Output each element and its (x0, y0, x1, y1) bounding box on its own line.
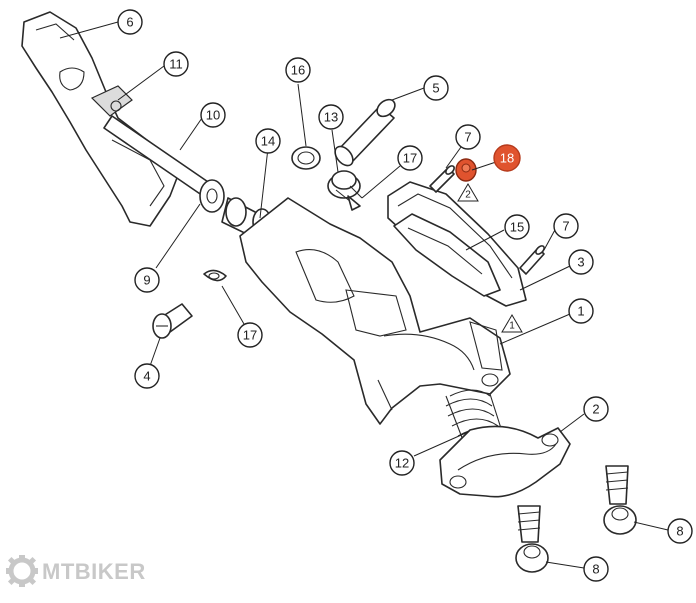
callout-17-upper-label: 17 (403, 151, 417, 166)
warning-1-label: 1 (509, 321, 515, 332)
callout-7-upper: 7 (455, 124, 481, 150)
callout-8-right: 8 (667, 518, 693, 544)
callout-12-label: 12 (395, 456, 409, 471)
callout-3: 3 (568, 249, 594, 275)
warning-triangle-1: 1 (501, 314, 523, 333)
callout-18-highlighted: 18 (493, 144, 521, 172)
callout-15: 15 (504, 214, 530, 240)
callout-12: 12 (389, 450, 415, 476)
part-small-pin-7a (429, 165, 455, 193)
callout-17-lower-label: 17 (243, 328, 257, 343)
callout-1: 1 (568, 298, 594, 324)
callout-3-label: 3 (577, 255, 584, 270)
part-washer-17-upper (347, 195, 361, 211)
part-clamp (439, 425, 571, 498)
callout-5: 5 (423, 75, 449, 101)
part-screw-cap (152, 303, 193, 339)
callout-13-label: 13 (324, 110, 338, 125)
part-pivot-pin (334, 98, 396, 167)
part-highlighted-bushing-18 (455, 158, 477, 182)
callout-5-label: 5 (432, 81, 439, 96)
callout-4: 4 (134, 363, 160, 389)
part-washer-17-lower (203, 269, 227, 282)
callout-4-label: 4 (143, 369, 150, 384)
callout-8-lower: 8 (583, 556, 609, 582)
callout-17-upper: 17 (397, 145, 423, 171)
logo-text: MTBIKER (42, 559, 146, 584)
callout-7-lower: 7 (553, 213, 579, 239)
part-washer-9 (199, 179, 225, 213)
callout-9-label: 9 (143, 273, 150, 288)
callout-8-lower-label: 8 (592, 562, 599, 577)
callout-8-right-label: 8 (676, 524, 683, 539)
callout-6-label: 6 (126, 15, 133, 30)
callout-15-label: 15 (510, 220, 524, 235)
mtbiker-logo: MTBIKER (6, 555, 146, 587)
part-bolt-8a (515, 505, 549, 573)
callout-9: 9 (134, 267, 160, 293)
callout-2-label: 2 (592, 402, 599, 417)
callout-11-label: 11 (169, 57, 183, 72)
callout-17-lower: 17 (237, 322, 263, 348)
callout-11: 11 (163, 51, 189, 77)
part-main-body (239, 197, 511, 425)
callout-14-label: 14 (261, 134, 275, 149)
warning-2-label: 2 (465, 190, 471, 201)
callout-10: 10 (200, 102, 226, 128)
part-bushing (327, 170, 363, 207)
callout-10-label: 10 (206, 108, 220, 123)
callout-14: 14 (255, 128, 281, 154)
leader-lines (59, 21, 669, 569)
part-small-pin-7b (519, 245, 545, 275)
part-gasket (393, 213, 501, 297)
part-cage-arm (21, 11, 181, 227)
part-bolt-8b (603, 465, 637, 535)
callout-6: 6 (117, 9, 143, 35)
gear-icon (6, 555, 38, 587)
callout-16: 16 (285, 57, 311, 83)
callout-18-label: 18 (500, 151, 514, 166)
callout-1-label: 1 (577, 304, 584, 319)
callout-2: 2 (583, 396, 609, 422)
callout-16-label: 16 (291, 63, 305, 78)
warning-triangle-2: 2 (457, 183, 479, 202)
callout-7-lower-label: 7 (562, 219, 569, 234)
callout-13: 13 (318, 104, 344, 130)
part-o-ring (291, 146, 321, 170)
callout-7-upper-label: 7 (464, 130, 471, 145)
